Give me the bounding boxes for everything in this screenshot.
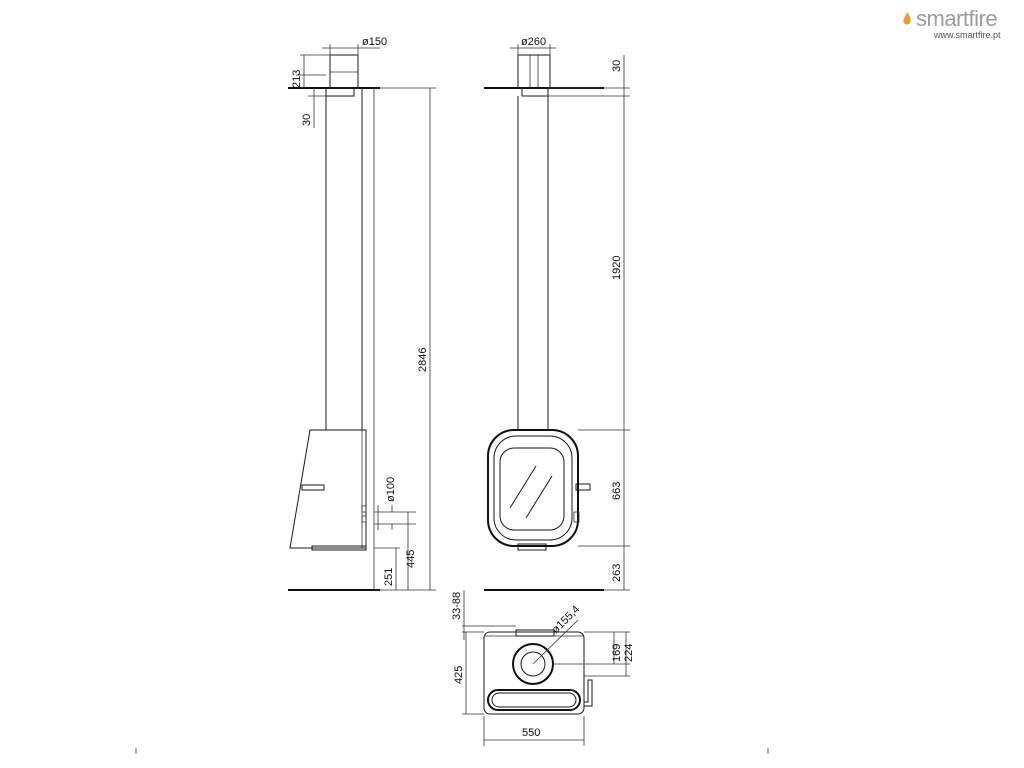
front-feet bbox=[517, 543, 547, 551]
side-inlet-diameter-label: ø100 bbox=[385, 477, 397, 502]
front-ceiling-plate bbox=[521, 87, 549, 97]
brand-url: www.smartfire.pt bbox=[934, 30, 1001, 40]
top-front-oval bbox=[487, 689, 581, 711]
top-view: ø155,4 33-88 425 169 224 550 bbox=[451, 590, 635, 746]
side-handle bbox=[301, 484, 325, 491]
top-flue-center-label: 169 bbox=[611, 644, 623, 662]
side-ceiling-plate bbox=[325, 87, 355, 97]
side-inlet-height-label: 445 bbox=[405, 550, 417, 568]
top-back-plate bbox=[515, 629, 555, 637]
top-flue-edge-label: 224 bbox=[623, 644, 635, 662]
side-view: ø150 213 30 2846 ø100 445 251 bbox=[288, 36, 436, 591]
front-base-height-label: 263 bbox=[611, 564, 623, 582]
top-stove-body bbox=[483, 631, 585, 715]
front-flue-length-label: 1920 bbox=[611, 256, 623, 280]
front-view: ø260 30 1920 663 263 bbox=[484, 36, 630, 591]
top-depth-label: 425 bbox=[453, 666, 465, 684]
side-flue-collar bbox=[329, 54, 359, 89]
front-ceiling-plate-label: 30 bbox=[611, 60, 623, 72]
front-flue-collar bbox=[517, 54, 551, 89]
brand-logo: smartfire www.smartfire.pt bbox=[902, 6, 1020, 42]
side-base-height-label: 251 bbox=[383, 568, 395, 586]
front-glass-window bbox=[499, 447, 565, 531]
side-ceiling-plate-label: 30 bbox=[301, 114, 313, 126]
front-plate-diameter-label: ø260 bbox=[521, 36, 546, 48]
front-body-height-label: 663 bbox=[611, 482, 623, 500]
front-handle bbox=[575, 483, 591, 491]
flame-icon bbox=[903, 12, 911, 25]
side-base bbox=[311, 545, 367, 551]
top-handle bbox=[583, 679, 593, 707]
top-width-label: 550 bbox=[522, 727, 540, 739]
side-flue-diameter-label: ø150 bbox=[362, 36, 387, 48]
brand-name: smartfire bbox=[916, 6, 998, 31]
side-top-offset-label: 213 bbox=[291, 70, 303, 88]
top-flue-inner bbox=[520, 651, 546, 677]
side-stove-body bbox=[289, 429, 367, 549]
front-stove-body bbox=[487, 429, 579, 547]
top-flue-offset-label: 33-88 bbox=[451, 592, 463, 620]
side-total-height-label: 2846 bbox=[417, 348, 429, 372]
